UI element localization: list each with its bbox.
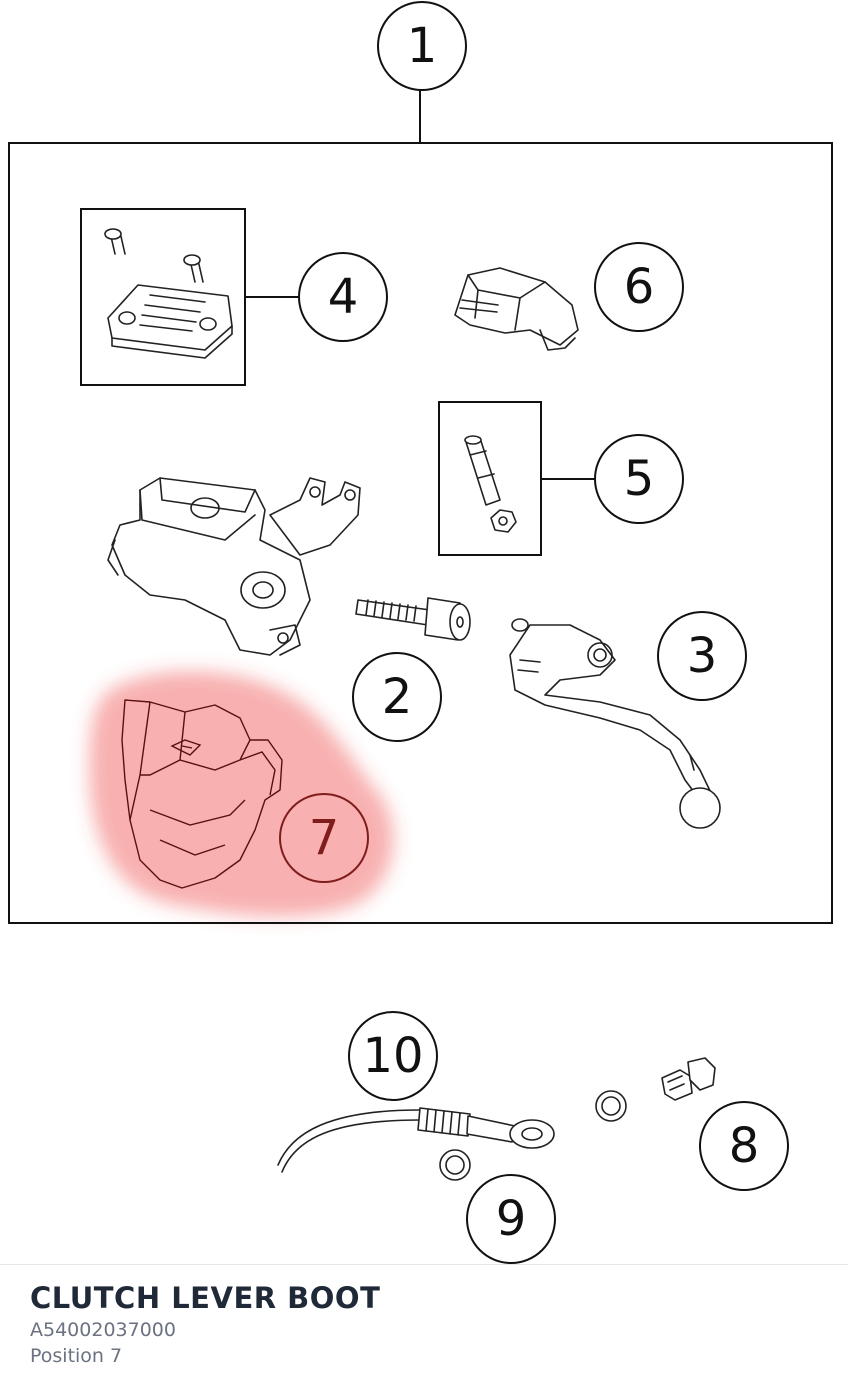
callout-8[interactable]: 8	[699, 1101, 789, 1191]
svg-text:5: 5	[624, 451, 655, 507]
copper-washers-drawing	[439, 1090, 627, 1181]
svg-text:3: 3	[687, 628, 718, 684]
dust-cover-drawing	[454, 267, 579, 351]
callout-10[interactable]: 10	[348, 1011, 438, 1101]
svg-text:7: 7	[309, 810, 340, 866]
svg-text:9: 9	[496, 1191, 527, 1247]
callout-4[interactable]: 4	[298, 252, 388, 342]
callout-9[interactable]: 9	[466, 1174, 556, 1264]
callout-1[interactable]: 1	[377, 1, 467, 91]
clutch-hose-drawing	[277, 1107, 555, 1173]
pivot-bolt-drawing	[464, 435, 517, 533]
clutch-lever-boot-drawing	[121, 699, 283, 889]
part-name: CLUTCH LEVER BOOT	[30, 1281, 381, 1315]
svg-text:10: 10	[362, 1028, 423, 1084]
callout-3[interactable]: 3	[657, 611, 747, 701]
master-cylinder-drawing	[107, 477, 361, 656]
clutch-lever-drawing	[509, 618, 721, 829]
exploded-parts-diagram: 1 4 6 5 3 2 7 10 8 9	[8, 1, 833, 1264]
svg-text:2: 2	[382, 669, 413, 725]
callout-6[interactable]: 6	[594, 242, 684, 332]
callout-2[interactable]: 2	[352, 652, 442, 742]
part-info-panel: CLUTCH LEVER BOOT A54002037000 Position …	[0, 1264, 848, 1391]
part-position: Position 7	[30, 1345, 123, 1367]
highlight-region	[89, 671, 394, 917]
adjuster-screw-drawing	[355, 597, 471, 641]
svg-text:6: 6	[624, 259, 655, 315]
svg-text:1: 1	[407, 18, 438, 74]
callout-7[interactable]: 7	[279, 793, 369, 883]
part-number: A54002037000	[30, 1319, 176, 1341]
svg-text:4: 4	[328, 269, 359, 325]
assembly-frame	[8, 142, 833, 924]
banjo-bolt-drawing	[661, 1057, 716, 1101]
reservoir-cover-drawing	[104, 228, 233, 359]
svg-text:8: 8	[729, 1118, 760, 1174]
callout-5[interactable]: 5	[594, 434, 684, 524]
